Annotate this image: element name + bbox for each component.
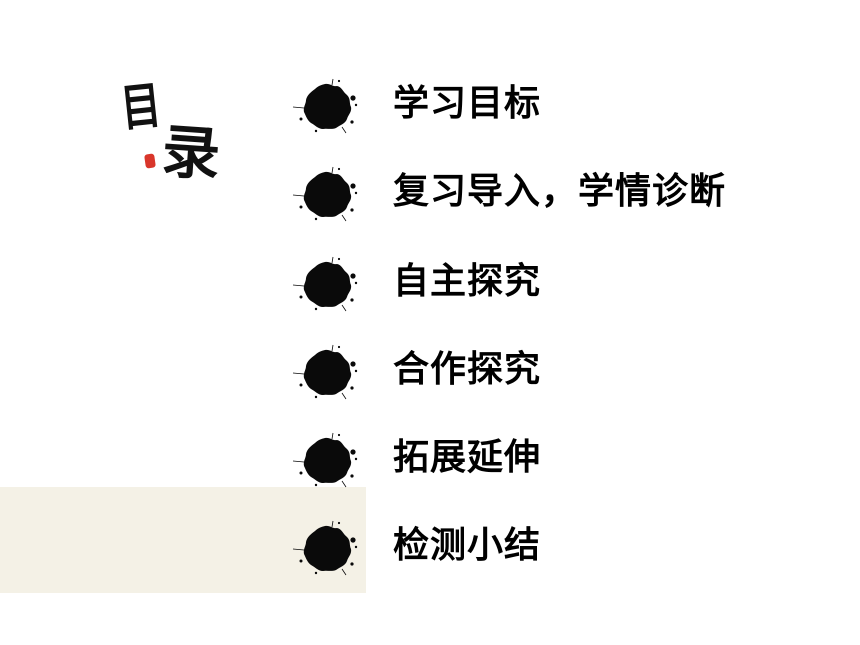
toc-item[interactable]: 复习导入，学情诊断 [280,158,840,230]
toc-item-label: 合作探究 [393,349,542,390]
red-seal-icon [144,153,156,169]
title-char: 目 [117,75,164,138]
toc-item[interactable]: 检测小结 [280,512,840,584]
ink-splash-icon [292,256,358,312]
ink-splash-icon [292,344,358,400]
toc-item-label: 拓展延伸 [393,437,542,478]
toc-item-label: 复习导入，学情诊断 [393,171,727,212]
toc-item-label: 学习目标 [393,83,542,124]
toc-item-label: 自主探究 [393,261,542,302]
toc-item[interactable]: 拓展延伸 [280,424,840,496]
ink-splash-icon [292,520,358,576]
background-panel [0,487,366,593]
toc-item[interactable]: 合作探究 [280,336,840,408]
toc-title: 目 录 [112,75,223,190]
ink-splash-icon [292,432,358,488]
title-char: 录 [159,117,223,189]
toc-item[interactable]: 自主探究 [280,248,840,320]
ink-splash-icon [292,78,358,134]
toc-item-label: 检测小结 [393,525,542,566]
toc-item[interactable]: 学习目标 [280,70,840,142]
ink-splash-icon [292,166,358,222]
